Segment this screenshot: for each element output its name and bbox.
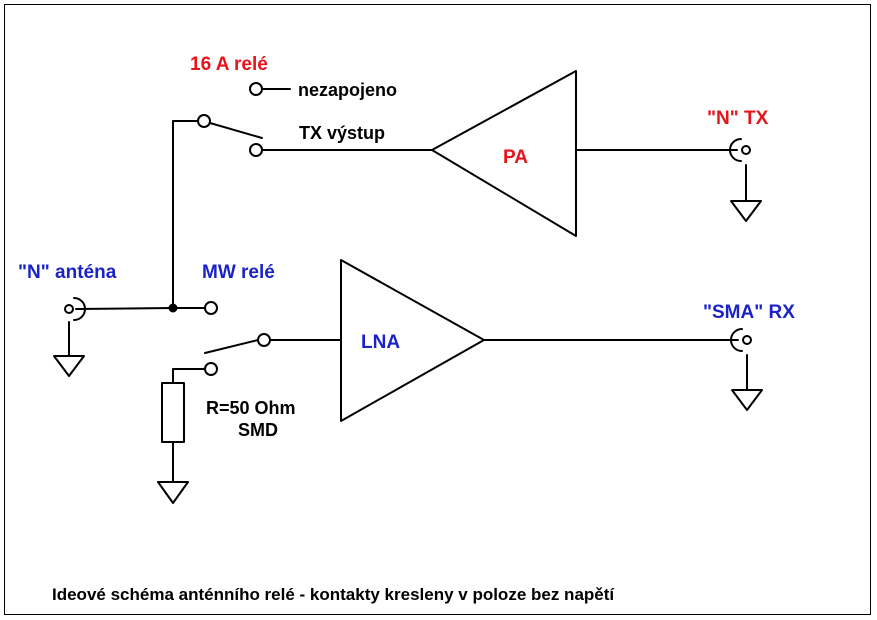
label-n-antenna: "N" anténa (18, 262, 117, 283)
label-resistor-value: R=50 Ohm (206, 398, 296, 418)
label-not-connected: nezapojeno (298, 80, 397, 100)
pa-amplifier (431, 70, 577, 237)
lna-amplifier (340, 259, 485, 422)
diagram-frame (4, 4, 871, 615)
sma-rx-connector-shield (730, 328, 743, 352)
n-antenna-ground-symbol (53, 355, 85, 377)
mw-relay-load-contact (204, 362, 218, 376)
mw-relay-arm (204, 339, 259, 354)
relay-16a-arm (209, 122, 263, 139)
label-n-tx: "N" TX (707, 108, 769, 129)
n-antenna-connector-center (64, 304, 74, 314)
label-resistor-type: SMD (238, 420, 278, 440)
wire-antenna-to-junction (75, 307, 174, 310)
n-tx-ground-symbol (730, 200, 762, 222)
label-sma-rx: "SMA" RX (703, 302, 795, 323)
resistor-ground-symbol (157, 481, 189, 504)
n-tx-connector-center (741, 145, 751, 155)
n-tx-connector-shield (729, 138, 742, 162)
diagram-caption: Ideové schéma anténního relé - kontakty … (52, 585, 615, 604)
relay-16a-nc-contact (249, 143, 263, 157)
sma-rx-connector-center (742, 335, 752, 345)
wire-junction-to-relay-16a (172, 120, 199, 309)
label-tx-output: TX výstup (299, 123, 385, 143)
mw-relay-common-contact (257, 333, 271, 347)
relay-16a-common-contact (197, 114, 211, 128)
load-resistor (161, 382, 185, 443)
wire-load-contact-to-resistor (172, 368, 206, 384)
relay-16a-no-contact (249, 82, 263, 96)
label-lna: LNA (361, 332, 400, 353)
label-pa: PA (503, 147, 528, 168)
mw-relay-antenna-contact (204, 301, 218, 315)
sma-rx-ground-symbol (731, 389, 763, 411)
label-mw-relay: MW relé (202, 262, 275, 283)
label-relay-16a: 16 A relé (190, 54, 268, 75)
